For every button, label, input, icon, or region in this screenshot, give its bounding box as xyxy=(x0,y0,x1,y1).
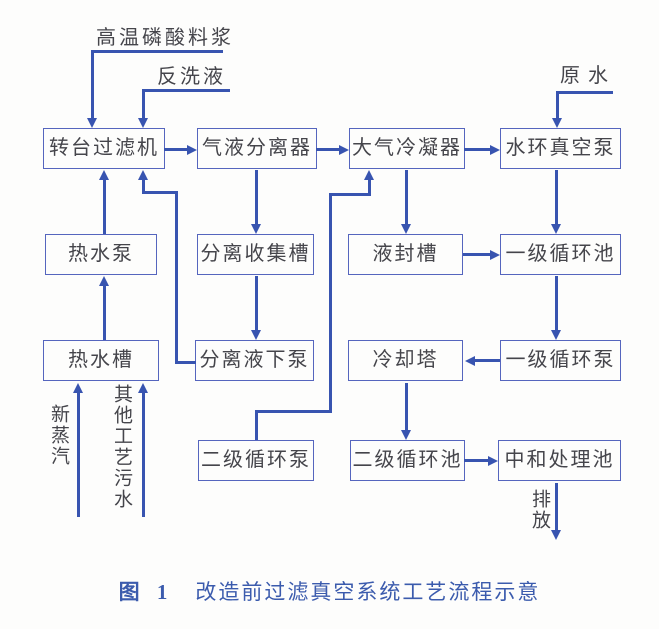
arrow-into-condenser xyxy=(339,145,349,155)
arrow-sealtank-into-pool xyxy=(490,250,500,260)
flow-line-hotwatertank-up xyxy=(103,286,106,340)
flow-line-rawwater-v xyxy=(556,91,559,118)
arrow-into-neutralization-pool xyxy=(488,456,498,466)
flow-line-wastewater xyxy=(142,392,145,517)
arrow-hotwater-into-filter xyxy=(99,170,109,180)
arrow-secpump-into-condenser xyxy=(364,170,374,180)
node-gas-liquid-separator: 气液分离器 xyxy=(197,128,317,169)
label-raw-water: 原水 xyxy=(560,65,616,87)
node-primary-circulation-pool: 一级循环池 xyxy=(500,234,621,275)
flow-line-secpump-bend1 xyxy=(255,410,332,413)
node-cooling-tower: 冷却塔 xyxy=(348,340,463,381)
arrow-into-collection-tank xyxy=(251,224,261,234)
flow-line-hotwaterpump-up xyxy=(103,180,106,234)
flow-line-condenser-to-vacuum-pump xyxy=(464,148,490,151)
node-secondary-circulation-pool: 二级循环池 xyxy=(350,440,465,481)
arrow-into-hot-water-pump xyxy=(99,276,109,286)
label-discharge: 排放 xyxy=(529,489,550,531)
node-water-ring-vacuum-pump: 水环真空泵 xyxy=(500,128,621,169)
flow-line-submerged-up xyxy=(175,191,178,364)
label-fresh-steam: 新蒸汽 xyxy=(48,404,69,467)
flow-line-slurry-h xyxy=(91,50,223,53)
arrow-backwash-into-filter xyxy=(138,118,148,128)
node-hot-water-tank: 热水槽 xyxy=(43,340,159,381)
flow-line-submerged-bend xyxy=(142,191,178,194)
flow-line-discharge xyxy=(555,483,558,530)
node-atmospheric-condenser: 大气冷凝器 xyxy=(349,128,465,169)
label-other-process-wastewater: 其他工艺污水 xyxy=(111,384,132,510)
flow-line-pool-to-neutralization xyxy=(464,459,488,462)
flow-line-separator-to-condenser xyxy=(316,148,339,151)
flow-line-backwash-h xyxy=(142,89,230,92)
arrow-into-secondary-pool xyxy=(401,430,411,440)
node-primary-circulation-pump: 一级循环泵 xyxy=(500,340,621,381)
flow-line-secpump-into-condenser xyxy=(368,180,371,195)
flow-line-submerged-into-filter xyxy=(142,180,145,194)
label-backwash-liquid: 反洗液 xyxy=(157,66,226,88)
flow-line-sealtank-to-pool xyxy=(463,253,490,256)
flow-line-tower-down xyxy=(405,383,408,431)
node-secondary-circulation-pump: 二级循环泵 xyxy=(198,440,314,481)
flow-line-rawwater-h xyxy=(556,91,613,94)
flow-line-pump-to-tower xyxy=(475,359,500,362)
flow-line-submerged-out xyxy=(175,361,196,364)
arrow-into-separator xyxy=(187,145,197,155)
arrow-steam-into-hot-water-tank xyxy=(73,383,83,393)
label-hot-phosphoric-slurry: 高温磷酸料浆 xyxy=(96,27,234,49)
flow-line-secpump-riser xyxy=(329,193,332,413)
arrow-rawwater-into-vacuum-pump xyxy=(552,118,562,128)
figure-number: 图 1 xyxy=(118,580,174,604)
node-rotary-filter: 转台过滤机 xyxy=(43,128,165,169)
node-neutralization-treatment-pool: 中和处理池 xyxy=(498,440,621,481)
node-hot-water-pump: 热水泵 xyxy=(45,234,157,275)
node-separation-collection-tank: 分离收集槽 xyxy=(197,234,314,275)
arrow-slurry-into-filter xyxy=(87,118,97,128)
arrow-submerged-into-filter xyxy=(138,170,148,180)
arrow-into-primary-pool xyxy=(551,224,561,234)
arrow-into-cooling-tower xyxy=(465,356,475,366)
flow-line-separator-down xyxy=(255,170,258,224)
flow-line-backwash-v xyxy=(142,89,145,118)
flow-line-filter-to-separator xyxy=(164,148,187,151)
arrow-wastewater-into-hot-water-tank xyxy=(138,383,148,393)
node-liquid-seal-tank: 液封槽 xyxy=(348,234,463,275)
flow-line-slurry-v xyxy=(91,50,94,118)
flow-line-pool-down xyxy=(555,276,558,330)
figure-caption: 图 1 改造前过滤真空系统工艺流程示意 xyxy=(0,576,659,606)
flow-line-vacuum-down xyxy=(555,170,558,224)
arrow-into-seal-tank xyxy=(401,224,411,234)
arrow-into-primary-pump xyxy=(551,330,561,340)
arrow-into-submerged-pump xyxy=(251,330,261,340)
arrow-into-vacuum-pump xyxy=(490,145,500,155)
flow-line-collection-down xyxy=(255,276,258,330)
figure-title: 改造前过滤真空系统工艺流程示意 xyxy=(195,580,541,604)
flow-line-secpump-bend2 xyxy=(329,193,371,196)
flow-line-secpump-up xyxy=(255,410,258,440)
flow-line-steam xyxy=(77,392,80,517)
node-separated-liquid-submerged-pump: 分离液下泵 xyxy=(195,340,314,381)
arrow-discharge xyxy=(551,530,561,540)
flow-line-condenser-down xyxy=(405,170,408,224)
